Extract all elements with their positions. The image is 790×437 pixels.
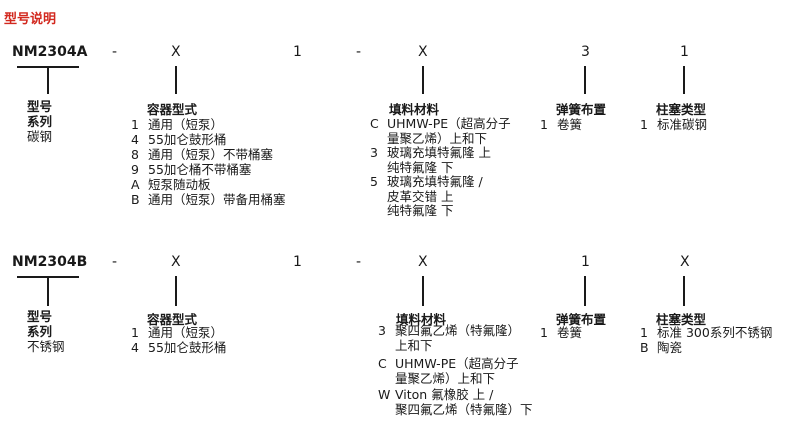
list-item-continuation: 纯特氟隆 下 <box>387 203 454 218</box>
model-underline <box>17 276 79 278</box>
list-item-continuation: 量聚乙烯）上和下 <box>395 370 496 386</box>
connector-line <box>683 66 685 94</box>
container-header: 容器型式 <box>147 312 198 327</box>
connector-line <box>175 66 177 94</box>
spring-field-symbol: 1 <box>581 254 590 270</box>
plunger-header: 柱塞类型 <box>656 312 707 327</box>
model-code: NM2304A <box>12 44 88 60</box>
list-item-continuation: 皮革交错 上 <box>387 188 454 204</box>
list-item-continuation: 量聚乙烯）上和下 <box>387 130 488 146</box>
separator-dash: - <box>356 44 362 60</box>
spring-field-symbol: 3 <box>581 44 590 60</box>
series-value: 不锈钢 <box>27 339 65 354</box>
separator-dash: - <box>356 254 362 270</box>
model-underline <box>17 66 79 68</box>
connector-line <box>683 276 685 306</box>
fixed-digit: 1 <box>293 254 302 270</box>
connector-line <box>47 276 49 306</box>
container-field-symbol: X <box>171 44 181 60</box>
packing-field-symbol: X <box>418 44 428 60</box>
separator-dash: - <box>112 44 118 60</box>
container-header: 容器型式 <box>147 102 198 117</box>
packing-header: 填料材料 <box>396 312 447 327</box>
list-item-continuation: 上和下 <box>395 337 433 353</box>
connector-line <box>422 66 424 94</box>
model-code: NM2304B <box>12 254 88 270</box>
connector-line <box>175 276 177 306</box>
packing-field-symbol: X <box>418 254 428 270</box>
series-header: 系列 <box>27 324 53 339</box>
list-item-continuation: 聚四氟乙烯（特氟隆）下 <box>395 401 533 417</box>
type-header: 型号 <box>27 309 53 324</box>
separator-dash: - <box>112 254 118 270</box>
type-series-legend: 型号 系列 不锈钢 <box>27 309 65 354</box>
packing-header: 填料材料 <box>389 102 440 117</box>
spring-header: 弹簧布置 <box>556 312 607 327</box>
page-title: 型号说明 <box>4 12 57 27</box>
connector-line <box>584 66 586 94</box>
plunger-field-symbol: X <box>680 254 690 270</box>
connector-line <box>584 276 586 306</box>
list-item-continuation: 纯特氟隆 下 <box>387 159 454 175</box>
plunger-field-symbol: 1 <box>680 44 689 60</box>
container-field-symbol: X <box>171 254 181 270</box>
connector-line <box>47 66 49 94</box>
series-header: 系列 <box>27 114 53 129</box>
type-header: 型号 <box>27 99 53 114</box>
plunger-header: 柱塞类型 <box>656 102 707 117</box>
series-value: 碳钢 <box>27 129 53 144</box>
type-series-legend: 型号 系列 碳钢 <box>27 99 52 144</box>
fixed-digit: 1 <box>293 44 302 60</box>
spring-header: 弹簧布置 <box>556 102 607 117</box>
connector-line <box>422 276 424 306</box>
